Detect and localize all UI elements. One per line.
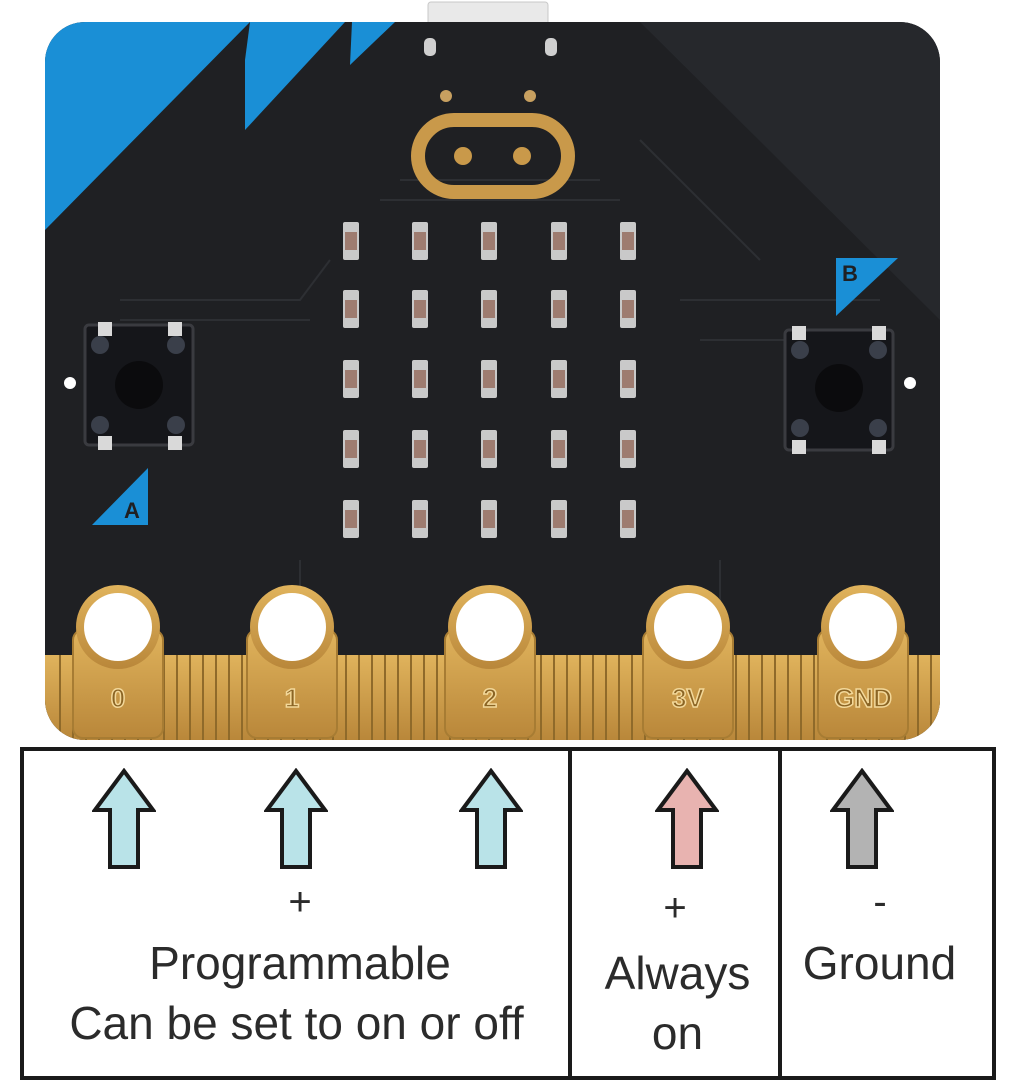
led	[343, 500, 359, 538]
led	[620, 290, 636, 328]
led	[551, 430, 567, 468]
led	[551, 290, 567, 328]
ground-title: Ground	[802, 937, 957, 989]
led	[481, 290, 497, 328]
corner-stripe	[350, 22, 395, 65]
microbit-board: A B 0 1 2 3V GND	[45, 1, 940, 740]
corner-stripe	[245, 22, 345, 130]
led	[551, 360, 567, 398]
led	[343, 360, 359, 398]
led	[412, 430, 428, 468]
pin-2-arrow-icon	[459, 768, 523, 869]
ground-sign: -	[873, 880, 887, 924]
pin-pad-2[interactable]: 2	[444, 585, 536, 739]
pin-label: 0	[111, 683, 125, 713]
always-on-line2: on	[651, 1007, 704, 1059]
led	[412, 360, 428, 398]
pin-gnd-arrow-icon	[830, 768, 894, 869]
led-matrix	[343, 222, 636, 538]
pin-label: GND	[834, 683, 892, 713]
led	[343, 430, 359, 468]
programmable-sign: +	[288, 880, 312, 924]
label-a-marker: A	[92, 468, 148, 525]
pin-pad-3v[interactable]: 3V	[642, 585, 734, 739]
corner-stripe	[45, 22, 250, 230]
pin-pad-0[interactable]: 0	[72, 585, 164, 739]
label-b-marker: B	[836, 258, 898, 316]
label-b: B	[842, 261, 858, 286]
led	[412, 500, 428, 538]
programmable-title: Programmable	[149, 937, 451, 989]
led	[620, 222, 636, 260]
led	[481, 430, 497, 468]
led	[343, 290, 359, 328]
led	[551, 222, 567, 260]
pin-3v-arrow-icon	[655, 768, 719, 869]
led	[620, 500, 636, 538]
led	[620, 430, 636, 468]
programmable-description: Can be set to on or off	[69, 997, 524, 1049]
always-on-sign: +	[663, 886, 687, 930]
touch-logo	[411, 113, 575, 199]
pin-label: 2	[483, 683, 497, 713]
led	[481, 500, 497, 538]
pin-0-arrow-icon	[92, 768, 156, 869]
pin-pad-1[interactable]: 1	[246, 585, 338, 739]
led	[412, 222, 428, 260]
led	[481, 360, 497, 398]
pin-pad-gnd[interactable]: GND	[817, 585, 909, 739]
label-a: A	[124, 498, 140, 523]
button-a[interactable]	[83, 322, 195, 450]
pin-label: 1	[285, 683, 299, 713]
always-on-line1: Always	[604, 947, 751, 999]
pin-label: 3V	[672, 683, 704, 713]
led	[551, 500, 567, 538]
led	[620, 360, 636, 398]
pin-1-arrow-icon	[264, 768, 328, 869]
led	[412, 290, 428, 328]
button-b[interactable]	[783, 326, 895, 454]
led	[481, 222, 497, 260]
led	[343, 222, 359, 260]
